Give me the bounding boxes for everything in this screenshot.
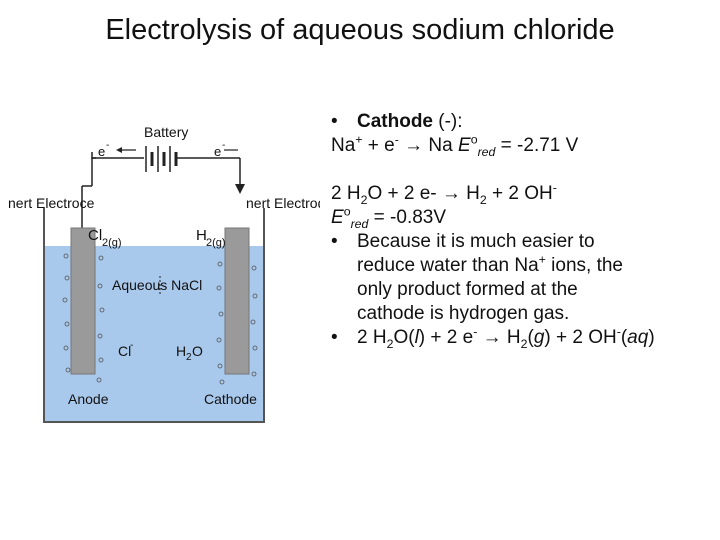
because-line-3: only product formed at the (357, 279, 578, 300)
water-eq-d: 2 (479, 192, 487, 207)
wire-left-top (91, 152, 96, 159)
final-b: 2 (386, 336, 394, 351)
electron-right-sup: - (222, 140, 225, 151)
water-red: red (350, 216, 369, 231)
because-row: • Because it is much easier to (331, 230, 716, 254)
cathode-label: Cathode (204, 391, 257, 407)
electron-arrow-icon (235, 184, 245, 194)
final-f: → H (477, 327, 521, 348)
battery-label: Battery (144, 124, 188, 140)
final-equation-row: •2 H2O(l) + 2 e- → H2(g) + 2 OH-(aq) (331, 324, 716, 351)
beaker (43, 208, 265, 423)
because-row-3: only product formed at the (331, 278, 716, 302)
final-g: 2 (520, 336, 528, 351)
electron-left-sup: - (106, 140, 109, 151)
final-d: ) + 2 e (418, 327, 474, 348)
electrolysis-cell-svg: Battery e - e - nert Electroce nert Elec… (8, 124, 320, 423)
water-reduction-row: 2 H2O + 2 e- → H2 + 2 OH- (331, 180, 716, 207)
cathode-sign: (-): (433, 111, 463, 132)
hydrogen-gas-label: H (196, 227, 207, 244)
because-row-4: cathode is hydrogen gas. (331, 302, 716, 326)
final-aq: aq (627, 327, 649, 348)
final-a: 2 H (357, 327, 387, 348)
na-eq-o: o (470, 132, 478, 147)
cathode-heading: Cathode (357, 111, 433, 132)
na-eq-value: = -2.71 V (495, 135, 579, 156)
bullet-icon: • (331, 327, 338, 348)
water-o: o (343, 204, 351, 219)
electron-left-label: e (98, 144, 105, 159)
bullet-icon: • (331, 231, 338, 252)
water-e: E (331, 207, 344, 228)
hydrogen-gas-sub: 2(g) (206, 237, 226, 249)
na-eq-minus: - (394, 132, 399, 147)
final-i: ) + 2 OH (544, 327, 617, 348)
final-gg: g (533, 327, 545, 348)
because-row-2: reduce water than Na+ ions, the (331, 252, 716, 278)
gas-bubbles (62, 253, 258, 385)
final-m: ) (648, 327, 655, 348)
water-sub: 2 (186, 352, 192, 363)
chlorine-gas-label: Cl (88, 227, 102, 244)
na-eq-3: → Na (398, 135, 458, 156)
anode-electrode (70, 227, 96, 375)
water-value: = -0.83V (368, 207, 447, 228)
electrolysis-diagram: Battery e - e - nert Electroce nert Elec… (8, 118, 320, 428)
na-eq-red: red (477, 144, 496, 159)
water-eq-a: 2 H (331, 183, 361, 204)
cathode-electrode (224, 227, 250, 375)
electron-flow-arrow-left-icon (116, 147, 122, 153)
final-h: ( (527, 327, 534, 348)
water-eq-f: - (552, 180, 557, 195)
battery-symbol (145, 146, 178, 172)
inert-electrode-left-label: nert Electroce (8, 195, 95, 211)
sodium-reduction-row: Na+ + e- → Na Eored = -2.71 V (331, 132, 716, 159)
because-line-2-end: ions, the (545, 255, 623, 276)
final-j: - (616, 324, 621, 339)
na-eq-1: Na (331, 135, 356, 156)
chloride-ion-label: Cl (118, 343, 131, 359)
final-l: l (414, 327, 419, 348)
explanation-text: •Cathode (-): Na+ + e- → Na Eored = -2.7… (331, 110, 716, 350)
water-potential-row: Eored = -0.83V (331, 204, 716, 231)
because-line-2-sup: + (538, 252, 546, 267)
na-eq-plus: + (355, 132, 363, 147)
because-line-1: Because it is much easier to (357, 231, 595, 252)
final-c: O( (393, 327, 415, 348)
na-eq-2: + e (362, 135, 395, 156)
anode-label: Anode (68, 391, 109, 407)
because-line-2: reduce water than Na (357, 255, 539, 276)
solution-label: Aqueous NaCl (112, 277, 202, 293)
final-e: - (473, 324, 478, 339)
chloride-ion-sup: - (130, 340, 133, 351)
inert-electrode-right-label: nert Electrode (246, 195, 320, 211)
water-eq-b: 2 (360, 192, 368, 207)
bullet-icon: • (331, 111, 338, 132)
chlorine-gas-sub: 2(g) (102, 237, 122, 249)
water-label: H (176, 343, 186, 359)
electron-right-label: e (214, 144, 221, 159)
water-eq-c: O + 2 e- → H (367, 183, 480, 204)
slide-title: Electrolysis of aqueous sodium chloride (105, 14, 615, 46)
final-k: ( (620, 327, 628, 348)
na-eq-e: E (458, 135, 471, 156)
cathode-heading-row: • Cathode (-): (331, 110, 716, 134)
because-line-4: cathode is hydrogen gas. (357, 303, 570, 324)
water-eq-e: + 2 OH (486, 183, 553, 204)
water-end: O (192, 343, 203, 359)
